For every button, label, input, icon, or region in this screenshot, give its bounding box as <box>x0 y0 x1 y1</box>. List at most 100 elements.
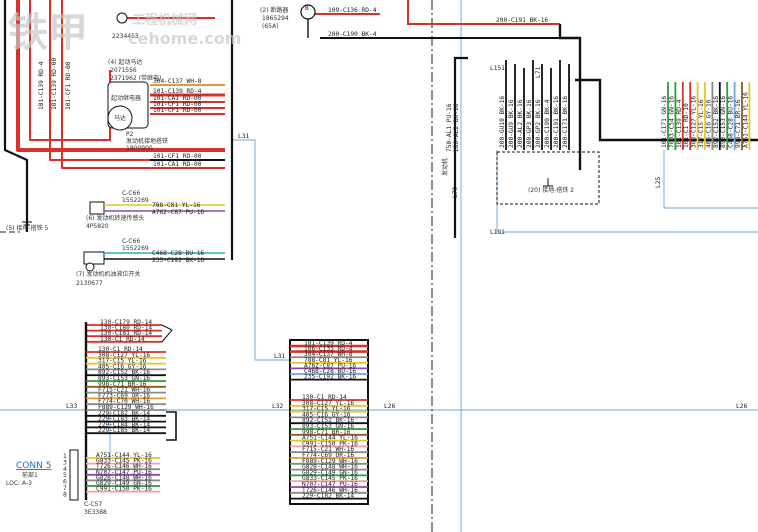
right-right-wire-1-label: 7003-C54 GN-16 <box>668 96 675 148</box>
conn-left-top-2-label: 130-C181 RD-14 <box>100 330 152 337</box>
label-L33: L33 <box>66 403 77 410</box>
conn-left-bot-6-label: C991-C150 PK-16 <box>96 486 152 493</box>
right-right-wire-0-label: 101-C171 GN-16 <box>661 96 668 148</box>
label-L71: L71 <box>535 67 542 78</box>
conn-left-mid-11-label: 229-C182 BK-14 <box>98 410 150 417</box>
breaker-part: 1865294 <box>262 15 289 22</box>
switch-id: 2130677 <box>76 280 103 287</box>
motor-part-2: 2371962 (带继电) <box>110 74 161 82</box>
right-left-wire-4-label: 200-GP2 BK-16 <box>535 99 542 148</box>
label-L31: L31 <box>274 353 285 360</box>
motor-label: 马达 <box>114 114 126 122</box>
breaker-symbol: B <box>300 4 316 20</box>
mid-a-1-label: 106-C135 RD-4 <box>304 346 353 353</box>
mid-a-0-label: 101-C139 RD-4 <box>304 340 353 347</box>
right-right-wire-8-label: 893-C153 GN-16 <box>720 96 727 148</box>
speed-sensor: C-C66 1552269 788-C81 YL-16 A762-C87 PU-… <box>86 190 225 230</box>
sensor-part: 1552269 <box>122 197 149 204</box>
conn5-part-a: C-C57 <box>84 501 102 508</box>
right-right-wire-3-label: 101-C1 RD-10 <box>683 103 690 148</box>
mid-b-1-label: 308-C127 YL-16 <box>302 400 354 407</box>
mid-b-5-label: 893-C153 GN-16 <box>302 423 354 430</box>
conn-left-mid-1-label: 308-C127 YL-16 <box>98 352 150 359</box>
part-number-top: 2234453 <box>112 33 139 40</box>
conn5-pin-box <box>69 449 79 501</box>
right-left-wire-2-label: 200-AL2 BK-16 <box>517 99 524 148</box>
p2-label: P2 <box>126 131 134 138</box>
mid-b-12-label: G828-C148 WH-16 <box>302 464 358 471</box>
watermark-domain: cehome.com <box>128 29 241 48</box>
l79-wire-1: 750-AL1 PU-16 <box>446 103 453 152</box>
wire-label-top-3: 200-C190 BK-4 <box>328 31 377 38</box>
conn-left-bot-1-label: G833-C145 PK-16 <box>96 458 152 465</box>
relay-label: 起动继电器 <box>111 94 141 102</box>
conn-left-mid-3-label: 405-C16 GY-16 <box>98 363 147 370</box>
mid-b-11-label: F889-C129 WH-16 <box>302 458 358 465</box>
conn5-pin-8: 8 <box>63 491 67 498</box>
mid-b-4-label: 892-C152 BK-16 <box>302 417 354 424</box>
conn5-pin-1: 1 <box>63 453 67 460</box>
mid-a-2-label: 304-C137 WH-8 <box>304 351 353 358</box>
sensor-wire-1: 788-C81 YL-16 <box>152 202 201 209</box>
vlabel-1: 101-C139 RD-4 <box>38 61 45 110</box>
mid-a-6-label: 235-C192 BK-16 <box>304 374 356 381</box>
breaker-mark: B <box>305 5 309 12</box>
mid-a-4-label: A762-C87 PU-16 <box>304 362 356 369</box>
right-right-wire-7-label: 892-C152 BK-16 <box>713 96 720 148</box>
motor-wire-1: 101-C139 RD-4 <box>153 88 202 95</box>
conn5-title[interactable]: CONN 5 <box>16 461 51 471</box>
label-L25: L25 <box>655 177 662 188</box>
conn-left-mid-8-label: F773-C69 OR-16 <box>98 392 150 399</box>
red-harness <box>3 0 234 260</box>
watermark-sub: 工程机械网 <box>132 12 197 28</box>
right-right-wire-4-label: 308-C127 YL-16 <box>691 96 698 148</box>
motor-wire-wh: 304-C137 WH-8 <box>153 78 202 85</box>
conn-left-splice <box>161 324 173 343</box>
mid-b-3-label: 405-C16 GY-16 <box>302 411 351 418</box>
top-breaker-wires <box>307 0 582 170</box>
right-left-wire-5-label: 200-C190 BK-4 <box>544 99 551 148</box>
sensor-id: 4P5820 <box>86 223 109 230</box>
l79-tag: 发动机 <box>441 158 449 176</box>
label-L26-right: L26 <box>736 403 747 410</box>
right-right-wire-9-label: C468-C28 BU-16 <box>728 96 735 148</box>
conn-left-mid-9-label: F774-C70 WH-16 <box>98 398 150 405</box>
l79-wire-2: 200-AL2 BK-16 <box>453 103 460 152</box>
conn5-pin-6: 6 <box>63 479 67 486</box>
right-right-wire-6-label: 405-C16 GY-16 <box>705 99 712 148</box>
starter-motor: (4) 起动马达 2071556 2371962 (带继电) 起动继电器 马达 … <box>107 58 168 152</box>
conn5-info: CONN 5 前部1 LOC: A-3 C-C57 3E3388 <box>6 461 107 516</box>
label-L32: L32 <box>272 403 283 410</box>
mid-a-3-label: 788-C81 YL-16 <box>304 357 353 364</box>
mid-b-16-label: T726-C146 WH-16 <box>302 487 358 494</box>
right-bundle-top <box>575 78 758 142</box>
watermark-brand: 铁甲 <box>8 10 88 56</box>
vlabel-2: 101-C139 RD-00 <box>51 58 58 110</box>
right-right-wire-11-label: A751-C144 YL-16 <box>742 92 749 148</box>
mid-b-6-label: 998-C71 BR-16 <box>302 429 351 436</box>
mid-block-frame <box>289 339 369 505</box>
motor-wire-3: 101-CF1 RD-00 <box>153 101 202 108</box>
mid-b-14-label: G833-C145 PK-16 <box>302 475 358 482</box>
sensor-caption: (6) 发动机转速传感头 <box>86 214 144 222</box>
motor-wire-5: 101-CF1 RD-00 <box>153 153 202 160</box>
mid-b-2-label: 317-C15 YL-16 <box>302 406 351 413</box>
motor-wire-6: 101-CA1 RD-00 <box>153 161 202 168</box>
right-left-wire-7-label: 200-C171 BK-16 <box>562 96 569 148</box>
ground-20: (20) 接地-搭铁 2 <box>496 151 600 205</box>
mid-b-13-label: G829-C149 GN-16 <box>302 469 358 476</box>
ground-20-label: (20) 接地-搭铁 2 <box>528 186 574 194</box>
mid-a-5-label: C468-C28 BU-16 <box>304 368 356 375</box>
switch-conn: C-C66 <box>122 238 140 245</box>
conn-left-top-1-label: 130-C180 RD-14 <box>100 325 152 332</box>
right-right-wire-10-label: 998-C71 BR-16 <box>735 99 742 148</box>
breaker-id: (2) 断路器 <box>260 6 288 14</box>
right-left-wire-1-label: 200-GU9 BK-16 <box>508 99 515 148</box>
mid-b-17-label: 229-C182 BK-14 <box>302 493 354 500</box>
conn-left-bot-4-label: G828-C148 WH-16 <box>96 474 152 481</box>
breaker-amp: (65A) <box>262 23 278 30</box>
label-L31-top: L31 <box>238 133 249 140</box>
